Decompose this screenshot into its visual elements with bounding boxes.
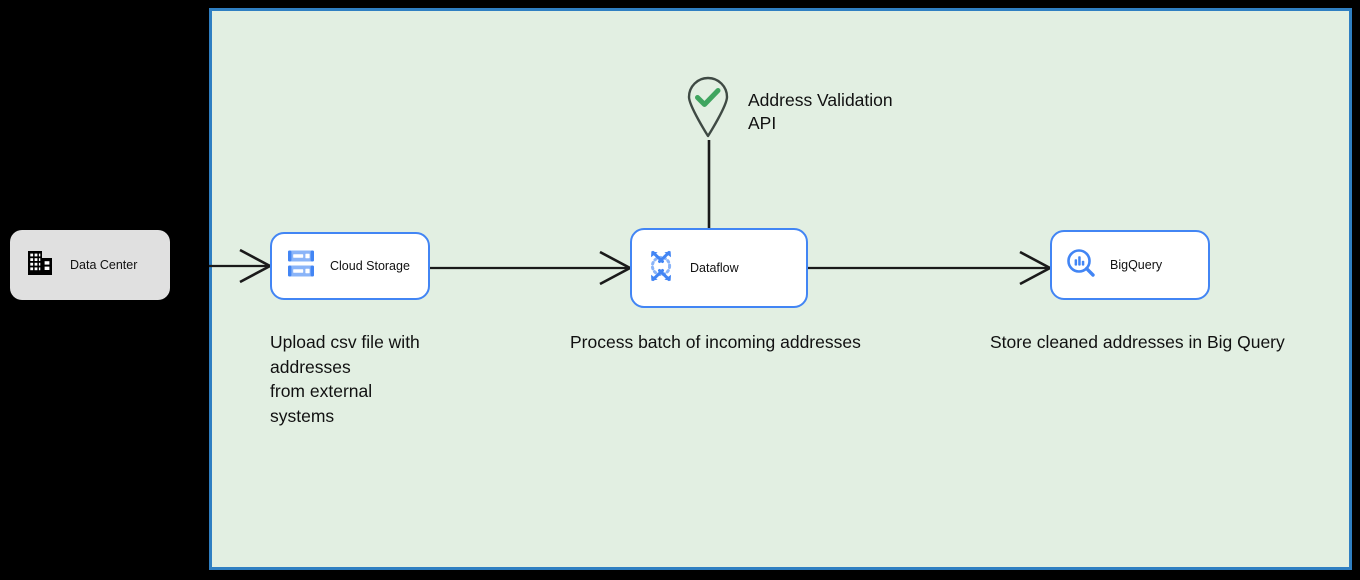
node-label-dataflow: Dataflow xyxy=(690,261,739,275)
cloud-storage-icon xyxy=(286,248,316,285)
map-pin-check-icon[interactable] xyxy=(685,76,731,138)
office-building-icon xyxy=(26,249,54,282)
caption-dataflow: Process batch of incoming addresses xyxy=(570,332,861,352)
api-label: Address Validation API xyxy=(748,90,893,133)
node-label-cloud-storage: Cloud Storage xyxy=(330,259,410,273)
caption-bigquery: Store cleaned addresses in Big Query xyxy=(990,332,1285,352)
node-bigquery[interactable]: BigQuery xyxy=(1050,230,1210,300)
node-dataflow[interactable]: Dataflow xyxy=(630,228,808,308)
bigquery-icon xyxy=(1066,248,1096,283)
node-label-data-center: Data Center xyxy=(70,258,138,272)
node-cloud-storage[interactable]: Cloud Storage xyxy=(270,232,430,300)
node-label-bigquery: BigQuery xyxy=(1110,258,1163,272)
dataflow-icon xyxy=(646,249,676,288)
node-data-center[interactable]: Data Center xyxy=(10,230,170,300)
caption-cloud-storage: Upload csv file with addresses from exte… xyxy=(270,332,420,426)
